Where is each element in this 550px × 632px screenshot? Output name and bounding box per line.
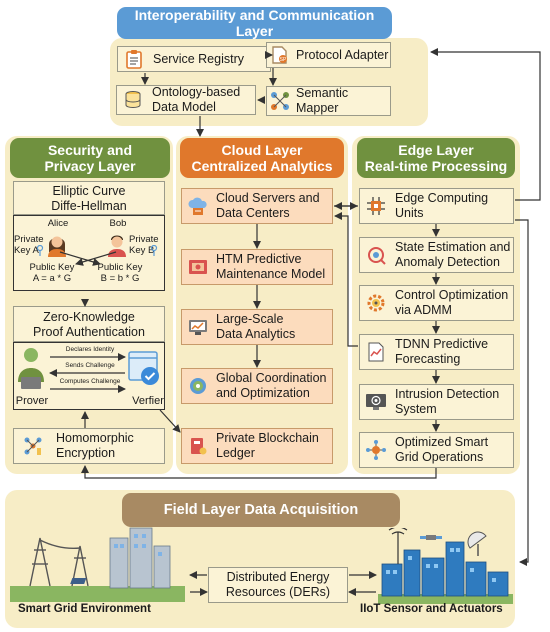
homomorphic-label: Homomorphic Encryption: [56, 431, 134, 460]
cloud-servers-label: Cloud Servers and Data Centers: [216, 191, 320, 220]
field-title: Field Layer Data Acquisition: [122, 493, 400, 527]
computes-label: Computes Challenge: [59, 378, 121, 385]
analytics-label: Large-Scale Data Analytics: [216, 312, 296, 341]
private-key-b-label: Private Key B: [129, 234, 159, 256]
key-b-icon: [150, 244, 158, 256]
cloud-server-icon: [187, 195, 209, 217]
prover-label: Prover: [15, 395, 49, 407]
private-key-a-label: Private Key A: [14, 234, 44, 256]
clipboard-icon: [123, 48, 145, 70]
security-title: Security and Privacy Layer: [10, 138, 170, 178]
semantic-mapper-icon: [269, 90, 291, 112]
verifier-label: Verfier: [132, 395, 164, 407]
alice-avatar-icon: [44, 231, 70, 257]
ecdh-title: Elliptic Curve Diffe-Hellman: [13, 181, 165, 215]
analytics-icon: [187, 316, 209, 338]
protocol-adapter-label: Protocol Adapter: [296, 47, 389, 62]
forecast-document-icon: [365, 341, 387, 363]
ontology-box[interactable]: Ontology-based Data Model: [116, 85, 256, 115]
control-optimization-box[interactable]: Control Optimization via ADMM: [359, 285, 514, 321]
edge-chip-icon: [365, 195, 387, 217]
cloud-title: Cloud Layer Centralized Analytics: [180, 138, 344, 178]
blockchain-label: Private Blockchain Ledger: [216, 431, 319, 460]
analytics-box[interactable]: Large-Scale Data Analytics: [181, 309, 333, 345]
state-estimation-icon: [365, 244, 387, 266]
public-key-a-label: Public Key A = a * G: [29, 262, 75, 284]
edge-title: Edge Layer Real-time Processing: [357, 138, 515, 178]
ecdh-diagram: [13, 215, 165, 291]
htm-model-icon: [187, 256, 209, 278]
public-key-b-label: Public Key B = b * G: [97, 262, 143, 284]
control-optimization-label: Control Optimization via ADMM: [395, 288, 509, 317]
state-estimation-label: State Estimation and Anomaly Detection: [395, 240, 511, 269]
service-registry-label: Service Registry: [153, 51, 244, 66]
zkp-title: Zero-Knowledge Proof Authentication: [13, 306, 165, 342]
bob-label: Bob: [109, 218, 127, 229]
der-label: Distributed Energy Resources (DERs): [225, 570, 331, 599]
svg-text:SP: SP: [280, 57, 287, 63]
coordination-label: Global Coordination and Optimization: [216, 371, 327, 400]
grid-operations-box[interactable]: Optimized Smart Grid Operations: [359, 432, 514, 468]
homomorphic-icon: [22, 435, 44, 457]
key-a-icon: [36, 244, 44, 256]
intrusion-label: Intrusion Detection System: [395, 387, 500, 416]
iiot-label: IIoT Sensor and Actuators: [360, 603, 503, 615]
tdnn-label: TDNN Predictive Forecasting: [395, 337, 489, 366]
homomorphic-box[interactable]: Homomorphic Encryption: [13, 428, 165, 464]
intrusion-monitor-icon: [365, 391, 387, 413]
ontology-label: Ontology-based Data Model: [152, 85, 241, 114]
service-registry-box[interactable]: Service Registry: [117, 46, 271, 72]
iiot-illustration: [378, 526, 513, 604]
state-estimation-box[interactable]: State Estimation and Anomaly Detection: [359, 237, 514, 273]
htm-label: HTM Predictive Maintenance Model: [216, 252, 326, 281]
prover-icon: [16, 346, 46, 390]
grid-network-icon: [365, 439, 387, 461]
declares-label: Declares Identity: [65, 346, 115, 353]
blockchain-box[interactable]: Private Blockchain Ledger: [181, 428, 333, 464]
grid-operations-label: Optimized Smart Grid Operations: [395, 435, 489, 464]
der-box[interactable]: Distributed Energy Resources (DERs): [208, 567, 348, 603]
edge-computing-box[interactable]: Edge Computing Units: [359, 188, 514, 224]
semantic-mapper-box[interactable]: Semantic Mapper: [266, 86, 391, 116]
database-icon: [122, 89, 144, 111]
bob-avatar-icon: [104, 231, 130, 257]
smart-grid-label: Smart Grid Environment: [18, 603, 151, 615]
verifier-icon: [128, 350, 162, 388]
smart-grid-illustration: [0, 524, 185, 602]
blockchain-icon: [187, 435, 209, 457]
coordination-box[interactable]: Global Coordination and Optimization: [181, 368, 333, 404]
intrusion-box[interactable]: Intrusion Detection System: [359, 384, 514, 420]
sends-label: Sends Challenge: [65, 362, 115, 369]
protocol-adapter-icon: SP: [269, 44, 291, 66]
edge-computing-label: Edge Computing Units: [395, 191, 489, 220]
cloud-servers-box[interactable]: Cloud Servers and Data Centers: [181, 188, 333, 224]
coordination-icon: [187, 375, 209, 397]
alice-label: Alice: [47, 218, 69, 229]
semantic-mapper-label: Semantic Mapper: [296, 86, 349, 115]
gear-icon: [365, 292, 387, 314]
interop-title: Interoperability and Communication Layer: [117, 7, 392, 39]
htm-box[interactable]: HTM Predictive Maintenance Model: [181, 249, 333, 285]
tdnn-box[interactable]: TDNN Predictive Forecasting: [359, 334, 514, 370]
